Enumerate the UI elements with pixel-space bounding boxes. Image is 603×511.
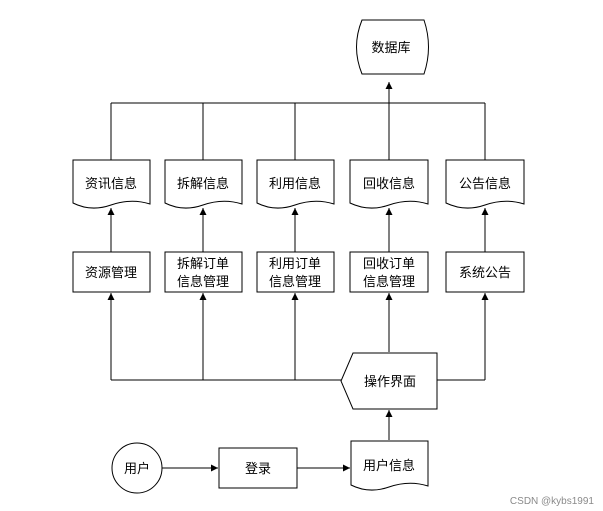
node-doc-use-info: 利用信息	[256, 159, 335, 209]
node-doc-recycle-info-label: 回收信息	[363, 176, 415, 192]
node-operation-ui-label: 操作界面	[364, 374, 416, 390]
node-resource-mgmt: 资源管理	[72, 251, 151, 293]
node-use-order-label-1: 利用订单	[269, 257, 321, 272]
node-user: 用户	[111, 442, 163, 494]
node-dismantle-order-label-1: 拆解订单	[177, 257, 229, 272]
node-doc-dismantle-info: 拆解信息	[164, 159, 243, 209]
node-recycle-order-label-1: 回收订单	[363, 257, 415, 272]
node-dismantle-order-mgmt: 拆解订单 信息管理	[164, 251, 243, 293]
node-doc-dismantle-info-label: 拆解信息	[177, 176, 229, 192]
connectors	[107, 82, 489, 472]
node-recycle-order-mgmt: 回收订单 信息管理	[349, 251, 429, 293]
node-use-order-label-2: 信息管理	[269, 274, 321, 290]
node-system-notice: 系统公告	[445, 251, 525, 293]
node-doc-recycle-info: 回收信息	[349, 159, 429, 209]
node-operation-ui: 操作界面	[340, 352, 438, 410]
node-user-label: 用户	[124, 461, 150, 477]
node-doc-notice-info-label: 公告信息	[459, 176, 511, 192]
node-database: 数据库	[356, 19, 429, 75]
node-dismantle-order-label-2: 信息管理	[177, 274, 229, 290]
node-login-label: 登录	[245, 462, 271, 477]
node-login: 登录	[218, 447, 298, 489]
node-system-notice-label: 系统公告	[459, 266, 511, 281]
node-user-info-label: 用户信息	[363, 458, 415, 474]
node-doc-resource-info: 资讯信息	[72, 159, 151, 209]
node-recycle-order-label-2: 信息管理	[363, 274, 415, 290]
node-use-order-mgmt: 利用订单 信息管理	[256, 251, 335, 293]
node-doc-notice-info: 公告信息	[445, 159, 525, 209]
node-doc-resource-info-label: 资讯信息	[85, 176, 137, 192]
watermark-text: CSDN @kybs1991	[510, 496, 595, 507]
node-user-info: 用户信息	[350, 440, 429, 491]
node-database-label: 数据库	[371, 40, 410, 56]
node-doc-use-info-label: 利用信息	[269, 176, 321, 192]
node-resource-mgmt-label: 资源管理	[85, 266, 137, 281]
